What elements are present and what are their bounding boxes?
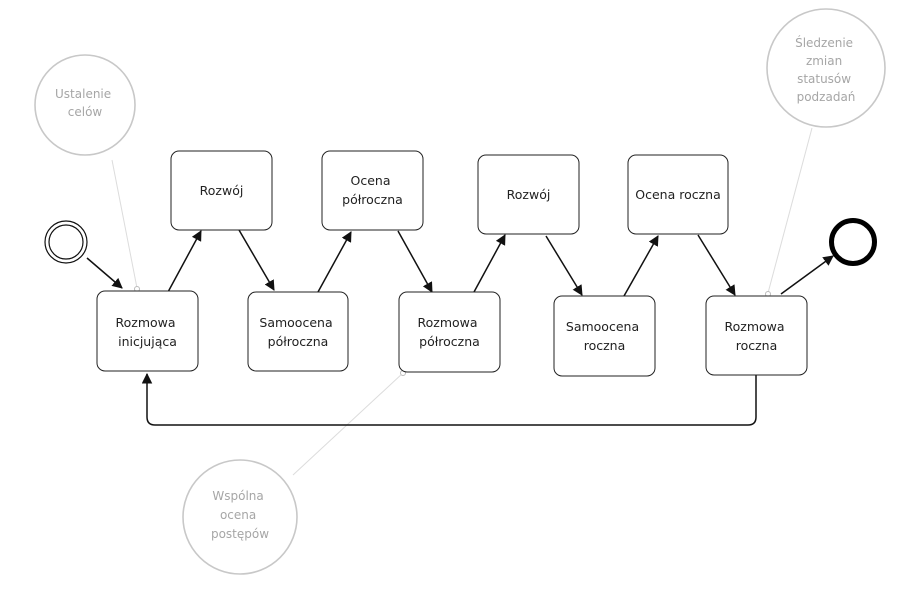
flow-annual-talk-to-end (780, 255, 834, 295)
task-development-2: Rozwój (477, 154, 580, 235)
task-annual-self-assessment: Samoocena roczna (553, 295, 656, 377)
flow-half-self-assessment-to-half-evaluation (317, 231, 352, 293)
flow-initial-talk-to-development (167, 230, 202, 293)
svg-text:Samoocena półroczna: Samoocena półroczna (259, 315, 336, 349)
task-label-line: Rozwój (507, 187, 551, 202)
svg-text:Ustalenie celów: Ustalenie celów (55, 87, 115, 119)
svg-text:Śledzenie zmian st: Śledzenie zmian statusów podzadań (795, 35, 857, 104)
task-initial-talk: Rozmowa inicjująca (96, 290, 199, 372)
association-lines (111, 127, 813, 476)
task-label-line: Rozmowa (417, 315, 477, 330)
svg-text:Rozmowa roczna: Rozmowa roczna (724, 319, 788, 353)
end-event (829, 218, 877, 266)
annotation-label-line: zmian (806, 54, 842, 68)
task-label-line: Rozmowa (724, 319, 784, 334)
flow-annual-self-assessment-to-annual-evaluation (623, 235, 659, 297)
task-label-line: Rozmowa (115, 315, 175, 330)
svg-text:Rozmowa półroczna: Rozmowa półroczna (417, 315, 481, 349)
svg-text:Ocena półroczna: Ocena półroczna (342, 173, 403, 207)
task-label-line: półroczna (419, 334, 480, 349)
task-half-year-self-assessment: Samoocena półroczna (247, 291, 349, 372)
task-half-year-talk: Rozmowa półroczna (398, 291, 501, 373)
flow-start-to-initial-talk (86, 257, 123, 289)
task-label-line: Ocena (351, 173, 391, 188)
task-label-line: roczna (584, 338, 626, 353)
association-goals (111, 159, 138, 289)
annotation-label-line: Wspólna (212, 489, 263, 503)
svg-text:Rozwój: Rozwój (507, 187, 551, 202)
task-annual-evaluation: Ocena roczna (627, 154, 729, 235)
annotation-subtask-status-tracking: Śledzenie zmian statusów podzadań (766, 8, 886, 128)
task-label-line: Samoocena (566, 319, 639, 334)
annotation-label-line: Ustalenie (55, 87, 111, 101)
svg-text:Rozwój: Rozwój (200, 183, 244, 198)
task-label-line: inicjująca (118, 334, 177, 349)
sequence-flows (86, 229, 834, 426)
flow-half-evaluation-to-half-talk (397, 230, 433, 293)
task-annual-talk: Rozmowa roczna (705, 295, 808, 376)
task-label-line: półroczna (268, 334, 329, 349)
annotation-label-line: podzadań (797, 90, 856, 104)
annotation-label-line: postępów (211, 527, 269, 541)
task-label-line: roczna (736, 338, 778, 353)
association-progress (292, 372, 404, 476)
flow-loop-back-to-initial-talk (141, 372, 757, 426)
annotation-label-line: ocena (220, 508, 256, 522)
annotation-label-line: statusów (797, 72, 851, 86)
svg-text:Samoocena roczna: Samoocena roczna (566, 319, 643, 353)
task-label-line: Rozwój (200, 183, 244, 198)
start-event (44, 220, 88, 264)
flow-development-to-half-self-assessment (238, 229, 275, 291)
flow-annual-evaluation-to-annual-talk (697, 234, 736, 296)
task-development-1: Rozwój (170, 150, 273, 231)
annotation-joint-progress-review: Wspólna ocena postępów (182, 459, 298, 575)
task-half-year-evaluation: Ocena półroczna (321, 150, 424, 231)
annotation-goal-setting: Ustalenie celów (34, 54, 136, 156)
svg-text:Rozmowa inicjująca: Rozmowa inicjująca (115, 315, 179, 349)
flow-half-talk-to-development (473, 234, 506, 293)
association-status (767, 127, 813, 294)
task-label-line: Ocena roczna (635, 187, 721, 202)
task-label-line: Samoocena (259, 315, 332, 330)
annotation-label-line: celów (68, 105, 103, 119)
svg-text:Ocena roczna: Ocena roczna (635, 187, 721, 202)
flow-development-to-annual-self-assessment (545, 235, 583, 296)
svg-text:Wspólna ocena post: Wspólna ocena postępów (211, 489, 269, 541)
task-label-line: półroczna (342, 192, 403, 207)
annotation-label-line: Śledzenie (795, 35, 853, 50)
